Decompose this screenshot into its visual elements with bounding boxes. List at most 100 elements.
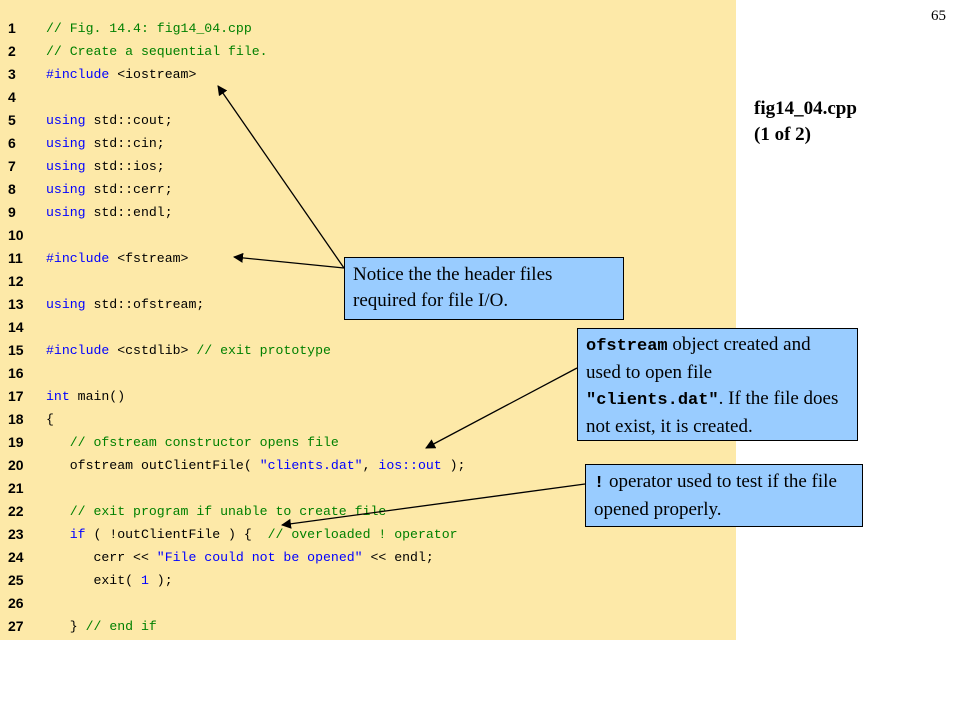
code-token: std::ofstream; bbox=[93, 297, 205, 312]
code-line: 18{ bbox=[0, 408, 736, 431]
code-token: using bbox=[46, 113, 94, 128]
line-number: 23 bbox=[8, 526, 24, 542]
callout-not-operator-code: ! bbox=[594, 474, 605, 493]
code-token: std::endl; bbox=[93, 205, 173, 220]
code-line: 14 bbox=[0, 316, 736, 339]
callout-header-files-text: Notice the the header files required for… bbox=[353, 264, 553, 311]
code-text: using std::endl; bbox=[46, 201, 173, 224]
code-line: 21 bbox=[0, 477, 736, 500]
code-line: 26 bbox=[0, 592, 736, 615]
code-line: 3 #include <iostream> bbox=[0, 63, 736, 86]
line-number: 5 bbox=[8, 112, 16, 128]
line-number: 16 bbox=[8, 365, 24, 381]
code-line: 9 using std::endl; bbox=[0, 201, 736, 224]
code-token: << endl; bbox=[362, 550, 434, 565]
line-number: 12 bbox=[8, 273, 24, 289]
code-text: // ofstream constructor opens file bbox=[46, 431, 339, 454]
code-line: 7 using std::ios; bbox=[0, 155, 736, 178]
file-name: fig14_04.cpp bbox=[754, 98, 857, 119]
code-token: // ofstream constructor opens file bbox=[46, 435, 339, 450]
code-token: using bbox=[46, 182, 94, 197]
file-part: (1 of 2) bbox=[754, 124, 811, 145]
code-token: // Fig. 14.4: fig14_04.cpp bbox=[46, 21, 252, 36]
file-label: fig14_04.cpp (1 of 2) bbox=[754, 96, 857, 148]
code-text: } // end if bbox=[46, 615, 157, 638]
code-token: 1 bbox=[140, 573, 149, 588]
code-token: // end if bbox=[85, 619, 157, 634]
arrow-to-if-check bbox=[281, 483, 586, 529]
code-token: if bbox=[69, 527, 86, 542]
code-token: ofstream outClientFile( bbox=[46, 458, 260, 473]
callout-not-operator: ! operator used to test if the file open… bbox=[585, 464, 863, 527]
code-text: using std::cout; bbox=[46, 109, 173, 132]
line-number: 26 bbox=[8, 595, 24, 611]
line-number: 17 bbox=[8, 388, 24, 404]
line-number: 24 bbox=[8, 549, 24, 565]
arrow-to-ofstream bbox=[425, 367, 578, 449]
code-token: using bbox=[46, 297, 94, 312]
code-token: #include bbox=[46, 67, 118, 82]
code-token: <fstream> bbox=[117, 251, 189, 266]
line-number: 1 bbox=[8, 20, 16, 36]
code-token: using bbox=[46, 136, 94, 151]
code-line: 13 using std::ofstream; bbox=[0, 293, 736, 316]
code-line: 16 bbox=[0, 362, 736, 385]
line-number: 9 bbox=[8, 204, 16, 220]
code-line: 11 #include <fstream> bbox=[0, 247, 736, 270]
line-number: 15 bbox=[8, 342, 24, 358]
code-text: int main() bbox=[46, 385, 125, 408]
line-number: 25 bbox=[8, 572, 24, 588]
code-token: main() bbox=[77, 389, 126, 404]
code-token: #include bbox=[46, 343, 118, 358]
code-text: if ( !outClientFile ) { // overloaded ! … bbox=[46, 523, 458, 546]
code-token: using bbox=[46, 159, 94, 174]
code-token: cerr << bbox=[46, 550, 157, 565]
code-text: #include <cstdlib> // exit prototype bbox=[46, 339, 331, 362]
line-number: 11 bbox=[8, 250, 23, 266]
code-token: #include bbox=[46, 251, 118, 266]
code-token: using bbox=[46, 205, 94, 220]
code-line: 24 cerr << "File could not be opened" <<… bbox=[0, 546, 736, 569]
code-token: <cstdlib> bbox=[117, 343, 197, 358]
code-line: 15 #include <cstdlib> // exit prototype bbox=[0, 339, 736, 362]
line-number: 3 bbox=[8, 66, 16, 82]
code-text: #include <iostream> bbox=[46, 63, 196, 86]
code-line: 22 // exit program if unable to create f… bbox=[0, 500, 736, 523]
callout-ofstream: ofstream object created and used to open… bbox=[577, 328, 858, 441]
code-text: using std::cin; bbox=[46, 132, 165, 155]
code-text: // Create a sequential file. bbox=[46, 40, 268, 63]
code-token: , bbox=[362, 458, 379, 473]
code-line: 5 using std::cout; bbox=[0, 109, 736, 132]
code-text: using std::cerr; bbox=[46, 178, 173, 201]
code-token: ); bbox=[441, 458, 466, 473]
line-number: 22 bbox=[8, 503, 24, 519]
code-line: 19 // ofstream constructor opens file bbox=[0, 431, 736, 454]
code-token: // exit prototype bbox=[196, 343, 331, 358]
line-number: 27 bbox=[8, 618, 24, 634]
code-token: <iostream> bbox=[117, 67, 197, 82]
code-token: exit( bbox=[46, 573, 141, 588]
line-number: 19 bbox=[8, 434, 24, 450]
code-line: 6 using std::cin; bbox=[0, 132, 736, 155]
code-line: 27 } // end if bbox=[0, 615, 736, 638]
code-token: int bbox=[46, 389, 78, 404]
code-token: // exit program if unable to create file bbox=[46, 504, 387, 519]
code-line: 23 if ( !outClientFile ) { // overloaded… bbox=[0, 523, 736, 546]
code-token: ); bbox=[148, 573, 173, 588]
code-line: 10 bbox=[0, 224, 736, 247]
code-token: std::cerr; bbox=[93, 182, 173, 197]
code-token: std::cin; bbox=[93, 136, 165, 151]
line-number: 14 bbox=[8, 319, 24, 335]
line-number: 13 bbox=[8, 296, 24, 312]
slide-number: 65 bbox=[931, 8, 946, 24]
callout-not-operator-text: operator used to test if the file opened… bbox=[594, 471, 837, 520]
code-token: // overloaded ! operator bbox=[267, 527, 458, 542]
line-number: 6 bbox=[8, 135, 16, 151]
code-text: using std::ios; bbox=[46, 155, 165, 178]
code-token: // Create a sequential file. bbox=[46, 44, 268, 59]
line-number: 21 bbox=[8, 480, 24, 496]
line-number: 7 bbox=[8, 158, 16, 174]
arrow-to-fstream bbox=[233, 252, 345, 269]
